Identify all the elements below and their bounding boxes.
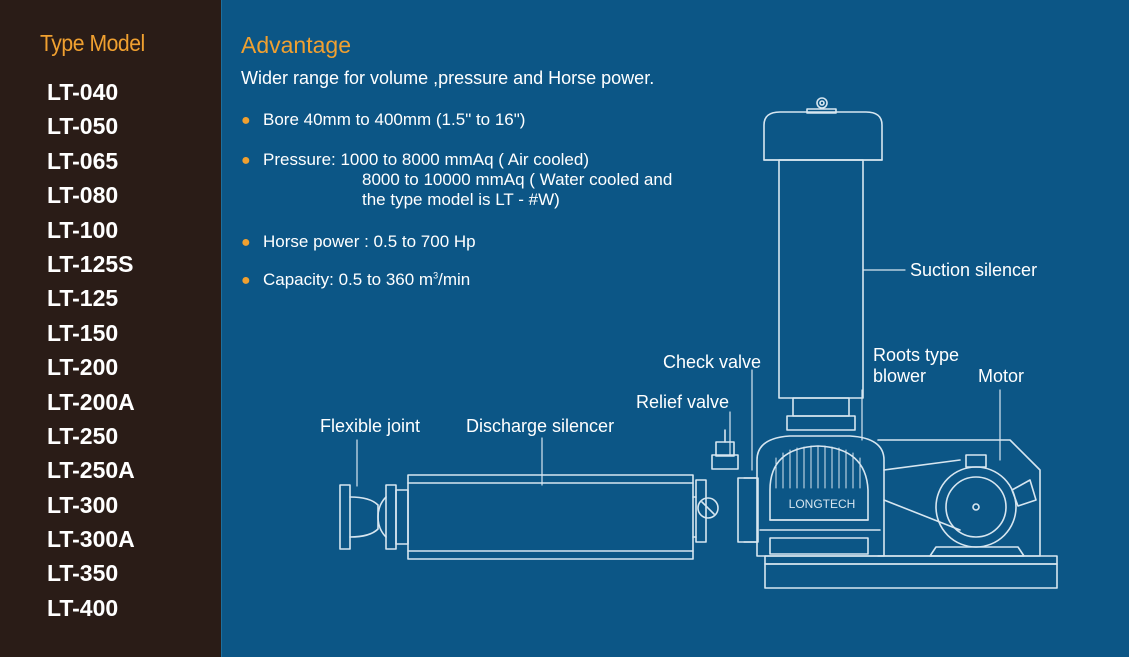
- advantage-title: Advantage: [241, 32, 351, 58]
- label-roots-type: Roots type: [873, 345, 960, 365]
- pressure-line-3: the type model is LT - #W): [362, 190, 560, 209]
- model-item: LT-200: [47, 354, 119, 381]
- label-blower: blower: [873, 366, 927, 386]
- bullet-dot-icon: ●: [241, 272, 251, 289]
- pressure-line-2: 8000 to 10000 mmAq ( Water cooled and: [362, 170, 673, 189]
- model-list: LT-040 LT-050 LT-065 LT-080 LT-100 LT-12…: [47, 75, 135, 625]
- bullet-dot-icon: ●: [241, 112, 251, 129]
- label-check-valve: Check valve: [663, 352, 762, 372]
- model-item: LT-065: [47, 147, 119, 174]
- brand-label: LONGTECH: [789, 497, 856, 511]
- discharge-silencer-drawing: [407, 474, 697, 560]
- model-item: LT-250A: [47, 457, 135, 484]
- label-discharge-silencer: Discharge silencer: [466, 416, 615, 436]
- label-motor: Motor: [978, 366, 1025, 386]
- model-item: LT-080: [47, 182, 119, 209]
- label-relief-valve: Relief valve: [636, 392, 730, 412]
- advantage-panel: [221, 0, 1129, 657]
- bullet-dot-icon: ●: [241, 234, 251, 251]
- type-model-title: Type Model: [40, 30, 145, 56]
- flexible-joint-drawing: [339, 484, 409, 550]
- model-item: LT-050: [47, 113, 119, 140]
- type-model-sidebar: Type Model LT-040 LT-050 LT-065 LT-080 L…: [0, 0, 221, 657]
- label-suction-silencer: Suction silencer: [910, 260, 1038, 280]
- label-flexible-joint: Flexible joint: [320, 416, 421, 436]
- model-item: LT-250: [47, 422, 119, 449]
- model-item: LT-150: [47, 319, 119, 346]
- model-item: LT-100: [47, 216, 119, 243]
- motor-drawing: [877, 439, 1041, 557]
- model-item: LT-125: [47, 285, 119, 312]
- model-item: LT-125S: [47, 250, 134, 277]
- bullet-dot-icon: ●: [241, 152, 251, 169]
- bullet-bore: ●Bore 40mm to 400mm (1.5" to 16"): [241, 110, 526, 129]
- model-item: LT-400: [47, 594, 119, 621]
- bullet-capacity: ●Capacity: 0.5 to 360 m3/min: [241, 270, 471, 289]
- model-item: LT-040: [47, 79, 119, 105]
- model-item: LT-200A: [47, 388, 135, 415]
- bullet-pressure: ●Pressure: 1000 to 8000 mmAq ( Air coole…: [241, 150, 673, 209]
- model-item: LT-350: [47, 560, 119, 587]
- advantage-subtitle: Wider range for volume ,pressure and Hor…: [241, 68, 655, 88]
- bullet-horse-power: ●Horse power : 0.5 to 700 Hp: [241, 232, 476, 251]
- valve-drawing: [695, 429, 759, 543]
- leader-lines: [356, 269, 1001, 487]
- model-item: LT-300: [47, 491, 119, 518]
- base-frame-drawing: [764, 555, 1058, 589]
- suction-silencer-drawing: [763, 97, 883, 431]
- roots-blower-drawing: [756, 435, 885, 557]
- model-item: LT-300A: [47, 526, 135, 553]
